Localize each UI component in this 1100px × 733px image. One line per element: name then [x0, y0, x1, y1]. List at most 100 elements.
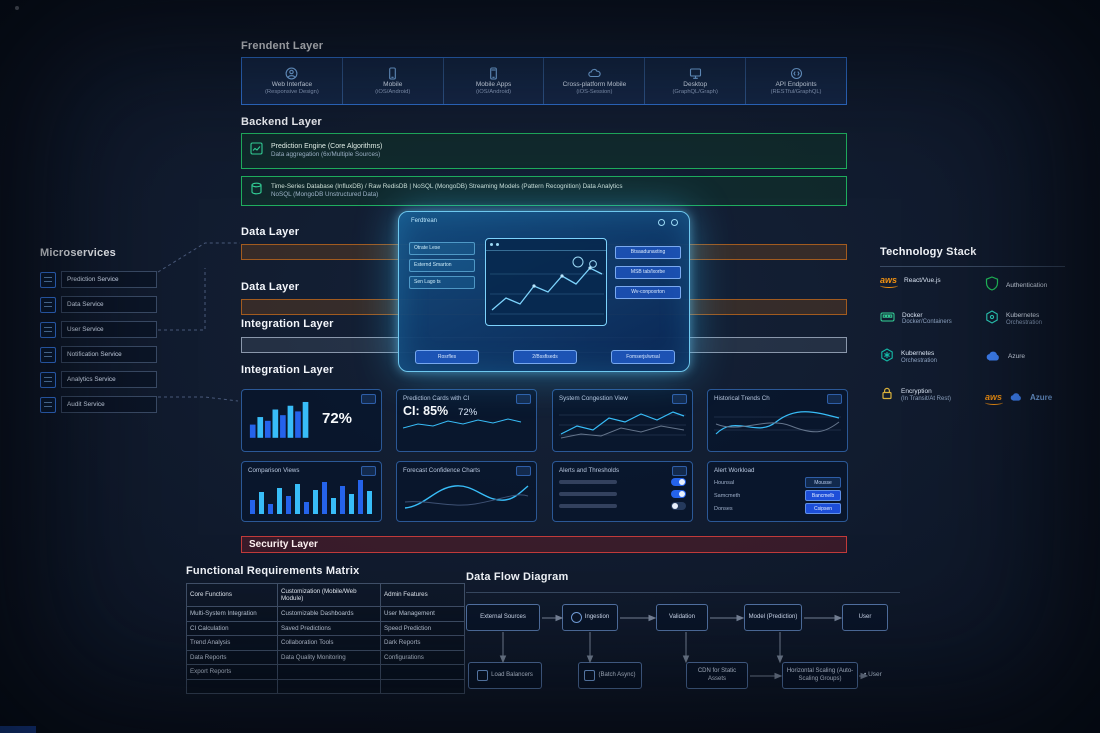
- historical-trend-chart: [714, 411, 841, 435]
- api-icon: [790, 67, 803, 80]
- mockup-button[interactable]: Rosrfles: [415, 350, 479, 364]
- tech-react: aws React/Vue.js: [880, 275, 941, 288]
- workload-row: Samcmeth Bancmelb: [714, 489, 841, 502]
- threshold-toggle[interactable]: [671, 478, 686, 487]
- ci-secondary-value: 72%: [458, 407, 478, 419]
- ingestion-icon: [570, 612, 582, 623]
- mockup-nav-item[interactable]: Esternd Smarton: [409, 259, 475, 272]
- dataflow-title: Data Flow Diagram: [466, 571, 569, 583]
- divider: [880, 266, 1065, 267]
- mockup-button[interactable]: Fomserjs/wrsal: [611, 350, 675, 364]
- frontend-item-crossplatform: Cross-platform Mobile (iOS-Session): [544, 58, 646, 104]
- matrix-title: Functional Requirements Matrix: [186, 565, 360, 577]
- mockup-panel-item[interactable]: MSB tab/lxorbe: [615, 266, 681, 279]
- service-icon: [40, 396, 56, 413]
- workload-action-button[interactable]: Csipsen: [805, 503, 841, 515]
- workload-action-button[interactable]: Bancmelb: [805, 490, 841, 502]
- workload-row: Hounsal Mousse: [714, 476, 841, 489]
- requirements-table: Core Functions Customization (Mobile/Web…: [186, 583, 465, 694]
- frontend-item-desktop: Desktop (GraphQL/Graph): [645, 58, 747, 104]
- window-control-icon[interactable]: [658, 219, 665, 226]
- mockup-panel-item[interactable]: Wv-conpoxrton: [615, 286, 681, 299]
- microservices-title: Microservices: [40, 247, 116, 259]
- card-menu-icon[interactable]: [361, 394, 376, 404]
- tech-aws-azure: aws Azure: [985, 388, 1052, 406]
- flow-ingestion: Ingestion: [562, 604, 618, 631]
- alert-label-bar: [559, 504, 617, 508]
- backend-line1: Prediction Engine (Core Algorithms): [271, 143, 383, 151]
- alert-threshold-row: [559, 500, 686, 512]
- forecast-curve-chart: [404, 485, 529, 509]
- card-title: System Congestion View: [559, 395, 628, 402]
- backend-box-database: Time-Series Database (InfluxDB) / Raw Re…: [241, 176, 847, 206]
- data-layer-title-1: Data Layer: [241, 226, 300, 238]
- comparison-bar-chart: [250, 480, 372, 515]
- card-congestion: System Congestion View: [552, 389, 693, 452]
- frontend-item-api: API Endpoints (RESTful/GraphQL): [746, 58, 846, 104]
- window-titlebar: [486, 239, 606, 251]
- card-title: Alert Workload: [714, 467, 755, 474]
- microservice-notification: Notification Service: [40, 346, 157, 363]
- backend-box-prediction: Prediction Engine (Core Algorithms) Data…: [241, 133, 847, 169]
- card-title: Historical Trends Ch: [714, 395, 770, 402]
- card-title: Forecast Confidence Charts: [403, 467, 481, 474]
- data-layer-title-2: Data Layer: [241, 281, 300, 293]
- flow-load-balancers: Load Balancers: [468, 662, 542, 689]
- column-header: Admin Features: [380, 583, 465, 607]
- mockup-nav-item[interactable]: Sen Lago ts: [409, 276, 475, 289]
- card-alerts: Alerts and Thresholds: [552, 461, 693, 522]
- service-icon: [40, 296, 56, 313]
- alert-label-bar: [559, 480, 617, 484]
- card-menu-icon[interactable]: [827, 394, 842, 404]
- card-title: Alerts and Thresholds: [559, 467, 620, 474]
- card-forecast: Forecast Confidence Charts: [396, 461, 537, 522]
- service-icon: [40, 321, 56, 338]
- engine-icon: [250, 142, 263, 160]
- cloud-icon: [588, 67, 601, 80]
- divider: [466, 592, 900, 593]
- card-menu-icon[interactable]: [672, 394, 687, 404]
- card-menu-icon[interactable]: [672, 466, 687, 476]
- mockup-nav-item[interactable]: Otrate Lese: [409, 242, 475, 255]
- database-line2: NoSQL (MongoDB Unstructured Data): [271, 191, 379, 198]
- tech-authentication: Authentication: [985, 276, 1047, 296]
- tech-kubernetes-left: Kubernetes Orchestration: [880, 348, 937, 367]
- card-menu-icon[interactable]: [361, 466, 376, 476]
- microservice-prediction: Prediction Service: [40, 271, 157, 288]
- ci-value: CI: 85%: [403, 404, 449, 419]
- table-row: Export Reports: [186, 664, 465, 680]
- database-icon: [250, 182, 263, 200]
- tech-encryption: Encryption (In Transit/At Rest): [880, 386, 951, 405]
- window-control-icon[interactable]: [671, 219, 678, 226]
- tech-kubernetes-right: Kubernetes Orchestration: [985, 310, 1042, 329]
- column-header: Core Functions: [186, 583, 278, 607]
- card-title: Comparison Views: [248, 467, 300, 474]
- load-balancer-icon: [477, 670, 489, 681]
- mockup-button[interactable]: 2/Bssfiseds: [513, 350, 577, 364]
- frontend-layer-title: Frendent Layer: [241, 40, 324, 52]
- mockup-panel-item[interactable]: Btsaadunaxting: [615, 246, 681, 259]
- card-menu-icon[interactable]: [516, 466, 531, 476]
- flow-horizontal-scaling: Horizontal Scaling (Auto-Scaling Groups): [782, 662, 858, 689]
- shield-icon: [985, 276, 999, 296]
- azure-cloud-icon: [985, 348, 1001, 366]
- security-layer-bar: Security Layer: [241, 536, 847, 553]
- connector-lines: [157, 242, 240, 402]
- microservice-user: User Service: [40, 321, 157, 338]
- workload-action-button[interactable]: Mousse: [805, 477, 841, 489]
- decor-corner: [0, 726, 36, 733]
- threshold-toggle[interactable]: [671, 502, 686, 511]
- alert-threshold-row: [559, 476, 686, 488]
- decor-dot: [15, 6, 19, 10]
- flow-external-sources: External Sources: [466, 604, 540, 631]
- dashboard-mockup: Ferdtrean Otrate Lese Esternd Smarton Se…: [398, 211, 690, 372]
- kubernetes-icon: [985, 310, 999, 329]
- card-menu-icon[interactable]: [516, 394, 531, 404]
- aws-logo-icon: aws: [985, 391, 1004, 405]
- mobile-icon: [386, 67, 399, 80]
- threshold-toggle[interactable]: [671, 490, 686, 499]
